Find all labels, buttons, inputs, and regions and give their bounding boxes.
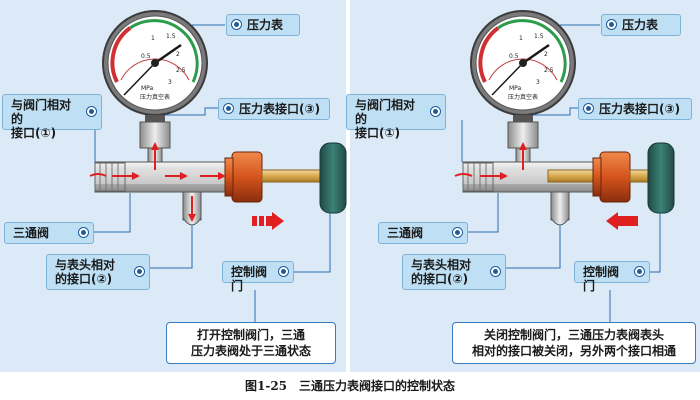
left-label-gauge: 压力表 [226, 14, 300, 36]
gauge-scale-number: 2.5 [176, 67, 186, 74]
left-gauge-neck [145, 115, 165, 124]
gauge-dial-label: 压力真空表 [140, 93, 170, 101]
left-device: 0.5 1 1.5 2 2.5 3 MPa 压力真空表 [89, 10, 347, 230]
right-pressure-gauge: 0.5 1 1.5 2 2.5 3 MPa 压力真空表 [470, 10, 576, 116]
right-gauge-neck [513, 115, 533, 124]
right-flow-arrows [454, 142, 527, 180]
right-device: 0.5 1 1.5 2 2.5 3 MPa 压力真空表 [454, 10, 675, 230]
right-state-note: 关闭控制阀门，三通压力表阀表头 相对的接口被关闭，另外两个接口相通 [452, 322, 696, 364]
callout-dot-icon [583, 103, 594, 114]
gauge-scale-number: 2 [176, 51, 180, 58]
left-label-gauge-port: 压力表接口(③) [218, 98, 330, 120]
gauge-scale-number: 1.5 [166, 33, 176, 40]
gauge-scale-number: 2 [544, 51, 548, 58]
gauge-scale-number: 2.5 [544, 67, 554, 74]
right-label-valve-port: 与阀门相对的 接口(①) [346, 94, 446, 140]
left-leader-lines [93, 24, 331, 322]
left-valve-stem [261, 169, 325, 183]
left-label-control-valve: 控制阀门 [222, 261, 294, 293]
callout-dot-icon [634, 266, 645, 277]
gauge-scale-number: 0.5 [141, 53, 151, 60]
left-label-three-way: 三通阀 [4, 222, 94, 244]
callout-dot-icon [452, 227, 463, 238]
callout-dot-icon [223, 103, 234, 114]
right-label-gauge: 压力表 [601, 14, 681, 36]
left-state-note: 打开控制阀门，三通 压力表阀处于三通状态 [166, 322, 336, 364]
left-valve-bore [95, 170, 225, 184]
right-label-three-way: 三通阀 [378, 222, 468, 244]
left-direction-arrow [252, 212, 284, 230]
callout-dot-icon [490, 266, 501, 277]
diagram-svg: 0.5 1 1.5 2 2.5 3 MPa 压力真空表 [89, 10, 675, 322]
figure-caption: 图1-25 三通压力表阀接口的控制状态 [244, 379, 456, 393]
callout-dot-icon [606, 19, 617, 30]
gauge-scale-number: 0.5 [509, 53, 519, 60]
gauge-scale-number: 3 [168, 79, 172, 86]
gauge-scale-number: 3 [536, 79, 540, 86]
callout-dot-icon [430, 106, 441, 117]
left-flow-arrows [89, 142, 226, 222]
gauge-unit-label: MPa [509, 85, 522, 92]
right-valve-stem [547, 169, 601, 183]
right-control-knob [647, 142, 675, 214]
gauge-unit-label: MPa [141, 85, 154, 92]
left-label-valve-port: 与阀门相对的 接口(①) [2, 94, 102, 140]
callout-dot-icon [86, 106, 97, 117]
right-label-gauge-port: 压力表接口(③) [578, 98, 692, 120]
right-label-head-port: 与表头相对 的接口(②) [402, 254, 506, 290]
left-control-knob [319, 142, 347, 214]
left-pressure-gauge: 0.5 1 1.5 2 2.5 3 MPa 压力真空表 [102, 10, 208, 116]
right-direction-arrow [606, 212, 638, 230]
gauge-scale-number: 1 [519, 35, 523, 42]
right-valve-nut [599, 151, 631, 203]
callout-dot-icon [278, 266, 289, 277]
left-label-head-port: 与表头相对 的接口(②) [46, 254, 150, 290]
left-valve-nut [231, 151, 263, 203]
gauge-scale-number: 1.5 [534, 33, 544, 40]
right-head-port [550, 191, 570, 221]
right-label-control-valve: 控制阀门 [574, 261, 650, 293]
callout-dot-icon [78, 227, 89, 238]
callout-dot-icon [231, 19, 242, 30]
gauge-dial-label: 压力真空表 [508, 93, 538, 101]
gauge-scale-number: 1 [151, 35, 155, 42]
callout-dot-icon [134, 266, 145, 277]
